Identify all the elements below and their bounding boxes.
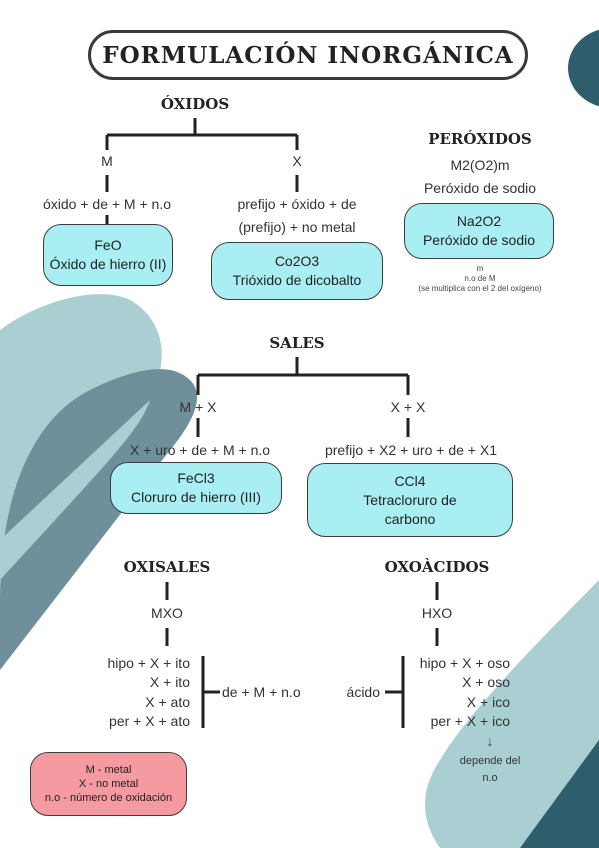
oxisales-formula: MXO	[151, 605, 183, 621]
oxisales-rule-ito: X + ito	[149, 674, 190, 690]
sales-right-example: CCl4 Tetracloruro de carbono	[307, 463, 513, 537]
oxidos-right-example-name: Trióxido de dicobalto	[232, 272, 362, 288]
oxidos-right-label: X	[292, 153, 302, 169]
oxisales-tree-lines	[165, 582, 220, 728]
peroxidos-name: Peróxido de sodio	[423, 180, 537, 196]
legend-numero-oxidacion: n.o - número de oxidación	[44, 792, 173, 804]
oxoacidos-rule-oso: X + oso	[462, 674, 510, 690]
sales-right-example-name-1: Tetracloruro de	[363, 491, 457, 508]
oxidos-right-rule-2: (prefijo) + no metal	[238, 219, 356, 235]
legend-metal: M - metal	[85, 764, 132, 776]
oxidos-left-example: FeO Óxido de hierro (II)	[43, 224, 173, 286]
oxidos-left-label: M	[101, 153, 113, 169]
peroxidos-note-no: n.o de M	[464, 274, 496, 283]
oxisales-rule-per: per + X + ato	[109, 713, 190, 729]
decor-blob-left-light-2	[0, 400, 150, 580]
peroxidos-note-multiplica: (se multiplica con el 2 del oxígeno)	[418, 284, 542, 293]
decor-circle-top-right	[568, 29, 599, 107]
oxoacidos-formula: HXO	[421, 605, 453, 621]
sales-left-example-name: Cloruro de hierro (III)	[131, 489, 261, 505]
sales-left-example: FeCl3 Cloruro de hierro (III)	[110, 462, 282, 514]
sales-right-example-name-2: carbono	[384, 510, 436, 527]
decor-blob-left-mid	[0, 369, 198, 670]
peroxidos-example-name: Peróxido de sodio	[422, 232, 536, 248]
peroxidos-example-formula: Na2O2	[456, 213, 502, 229]
oxidos-left-example-name: Óxido de hierro (II)	[49, 256, 167, 272]
decor-blob-bottom-right-light	[425, 580, 599, 848]
sales-tree-lines	[196, 357, 410, 437]
oxoacidos-prefix: ácido	[346, 684, 380, 700]
peroxidos-note-m: m	[476, 264, 484, 273]
oxidos-tree-lines	[105, 118, 299, 226]
oxidos-heading: ÓXIDOS	[160, 95, 230, 113]
sales-left-rule: X + uro + de + M + n.o	[129, 442, 271, 458]
oxidos-left-example-formula: FeO	[94, 237, 122, 253]
legend-box: M - metal X - no metal n.o - número de o…	[30, 752, 187, 816]
sales-left-example-formula: FeCl3	[177, 470, 215, 486]
sales-right-rule: prefijo + X2 + uro + de + X1	[324, 442, 497, 458]
sales-heading: SALES	[269, 334, 325, 352]
oxidos-right-example-formula: Co2O3	[274, 253, 320, 269]
oxisales-suffix: de + M + n.o	[222, 684, 301, 700]
oxoacidos-arrow-icon: ↓	[486, 733, 494, 749]
oxoacidos-rule-per: per + X + ico	[430, 713, 510, 729]
title-banner: FORMULACIÓN INORGÁNICA	[88, 30, 528, 80]
oxoacidos-note-2: n.o	[482, 772, 498, 784]
oxidos-left-rule: óxido + de + M + n.o	[42, 196, 172, 212]
oxoacidos-rule-ico: X + ico	[466, 694, 510, 710]
oxoacidos-tree-lines	[385, 582, 439, 728]
oxoacidos-note-1: depende del	[459, 755, 521, 767]
peroxidos-heading: PERÓXIDOS	[428, 130, 532, 148]
peroxidos-example: Na2O2 Peróxido de sodio	[404, 203, 554, 259]
sales-right-label: X + X	[390, 399, 426, 415]
peroxidos-formula: M2(O2)m	[450, 157, 510, 173]
sales-left-label: M + X	[179, 399, 217, 415]
oxisales-rule-ato: X + ato	[145, 694, 190, 710]
decor-wedge-bottom-right-dark	[520, 740, 599, 848]
oxoacidos-heading: OXOÀCIDOS	[384, 558, 490, 576]
page-title: FORMULACIÓN INORGÁNICA	[102, 41, 514, 69]
oxidos-right-example: Co2O3 Trióxido de dicobalto	[211, 242, 383, 300]
oxidos-right-rule-1: prefijo + óxido + de	[237, 196, 357, 212]
oxisales-heading: OXISALES	[123, 558, 211, 576]
legend-no-metal: X - no metal	[78, 778, 139, 790]
oxoacidos-rule-hipo: hipo + X + oso	[419, 655, 510, 671]
sales-right-example-formula: CCl4	[394, 472, 426, 489]
oxisales-rule-hipo: hipo + X + ito	[107, 655, 190, 671]
